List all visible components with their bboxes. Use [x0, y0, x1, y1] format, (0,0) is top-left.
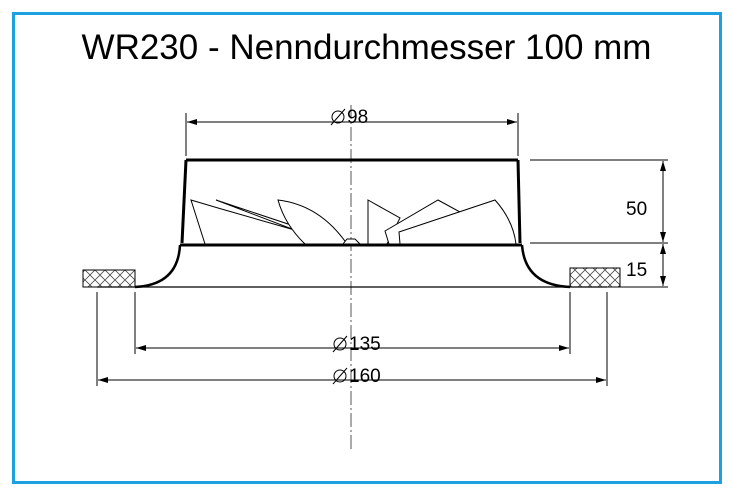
- height-15-label: 15: [626, 260, 647, 281]
- wall-section-right: [569, 267, 621, 288]
- valve-body: [97, 158, 607, 289]
- diameter-135-label: 135: [349, 334, 381, 355]
- height-50-label: 50: [626, 199, 647, 220]
- vanes: [190, 199, 517, 245]
- wall-section-left: [82, 269, 136, 288]
- drawing-title: WR230 - Nenndurchmesser 100 mm: [81, 28, 652, 67]
- drawing-frame: [12, 12, 722, 484]
- diameter-160-label: 160: [349, 366, 381, 387]
- diameter-98-label: 98: [347, 107, 368, 128]
- dimension-lines: [96, 108, 668, 386]
